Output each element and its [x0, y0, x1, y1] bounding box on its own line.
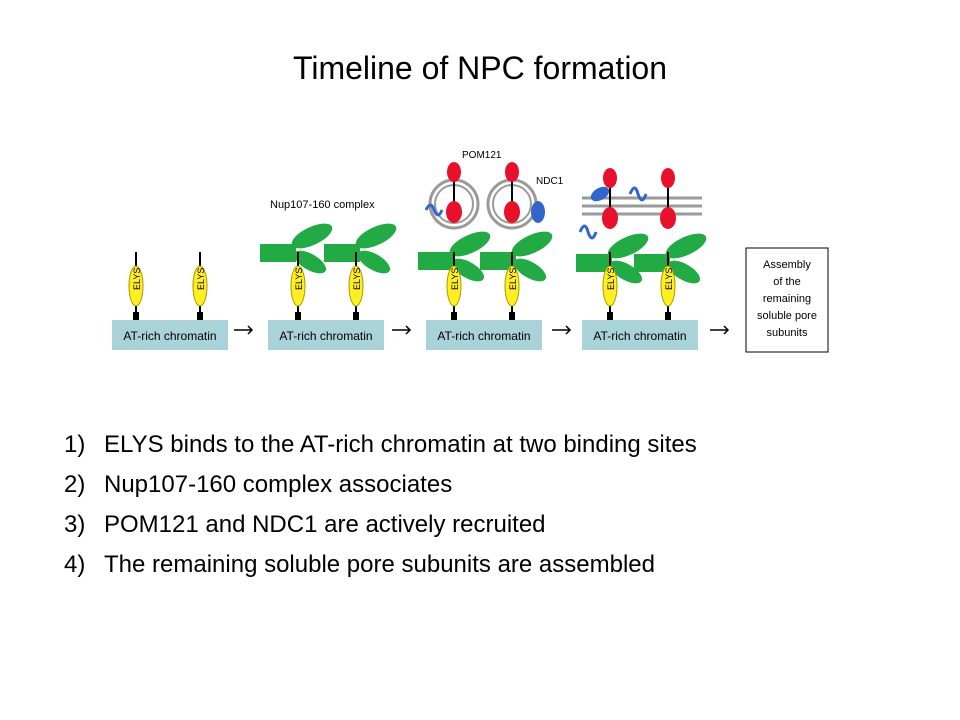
elys-label: ELYS [606, 268, 616, 290]
list-item: 4) The remaining soluble pore subunits ar… [64, 545, 697, 585]
list-item: 2) Nup107-160 complex associates [64, 465, 697, 505]
step-number: 1) [64, 431, 86, 458]
list-item: 1) ELYS binds to the AT-rich chromatin at… [64, 425, 697, 465]
panel-3: AT-rich chromatin POM121 NDC1 ELYS ELYS [418, 150, 564, 350]
step-text: The remaining soluble pore subunits are … [104, 551, 655, 578]
steps-list: 1) ELYS binds to the AT-rich chromatin at… [64, 425, 697, 585]
chromatin-block [112, 320, 228, 350]
elys-label: ELYS [196, 268, 206, 290]
assembly-line-5: subunits [767, 327, 808, 339]
step-number: 3) [64, 511, 86, 538]
pom121-label: POM121 [462, 150, 502, 161]
page-title: Timeline of NPC formation [292, 50, 668, 86]
chromatin-label: AT-rich chromatin [123, 329, 216, 343]
elys-label: ELYS [664, 268, 674, 290]
ndc1-icon [531, 201, 545, 223]
assembly-box-border [745, 247, 829, 353]
ndc1-icon [578, 224, 598, 240]
elys-label: ELYS [450, 268, 460, 290]
ndc1-icon [628, 186, 648, 202]
nup-label: Nup107-160 complex [270, 199, 375, 211]
assembly-line-4: soluble pore [757, 310, 817, 322]
list-item: 3) POM121 and NDC1 are actively recruited [64, 505, 697, 545]
chromatin-label: AT-rich chromatin [593, 329, 686, 343]
chromatin-label: AT-rich chromatin [279, 329, 372, 343]
assembly-line-3: remaining [763, 293, 811, 305]
step-text: Nup107-160 complex associates [104, 471, 453, 498]
elys-label: ELYS [352, 268, 362, 290]
assembly-line-2: of the [773, 276, 801, 288]
step-text: ELYS binds to the AT-rich chromatin at t… [104, 431, 697, 458]
chromatin-block [268, 320, 384, 350]
step-number: 4) [64, 551, 86, 578]
arrow-icon [234, 325, 254, 335]
step-text: POM121 and NDC1 are actively recruited [104, 511, 546, 538]
assembly-line-1: Assembly [763, 259, 811, 271]
panel-2: AT-rich chromatin Nup107-160 complex ELY… [260, 199, 400, 350]
chromatin-label: AT-rich chromatin [437, 329, 530, 343]
ndc1-label: NDC1 [536, 176, 564, 187]
elys-label: ELYS [508, 268, 518, 290]
pom121-shape [503, 161, 521, 224]
assembly-box: Assembly of the remaining soluble pore s… [745, 247, 829, 353]
panel-1: AT-rich chromatin ELYS ELYS [112, 251, 228, 350]
ndc1-icon [590, 186, 610, 202]
panel-4: AT-rich chromatin ELYS ELYS [576, 167, 710, 350]
step-number: 2) [64, 471, 86, 498]
ndc1-icon [424, 203, 444, 217]
arrow-icon [392, 325, 412, 335]
pom121-shape [445, 161, 463, 224]
chromatin-block [582, 320, 698, 350]
npc-formation-diagram: AT-rich chromatin ELYS ELYS AT-rich chro… [112, 150, 829, 353]
elys-label: ELYS [294, 268, 304, 290]
elys-label: ELYS [132, 268, 142, 290]
chromatin-block [426, 320, 542, 350]
arrow-icon [552, 325, 572, 335]
arrow-icon [710, 325, 730, 335]
